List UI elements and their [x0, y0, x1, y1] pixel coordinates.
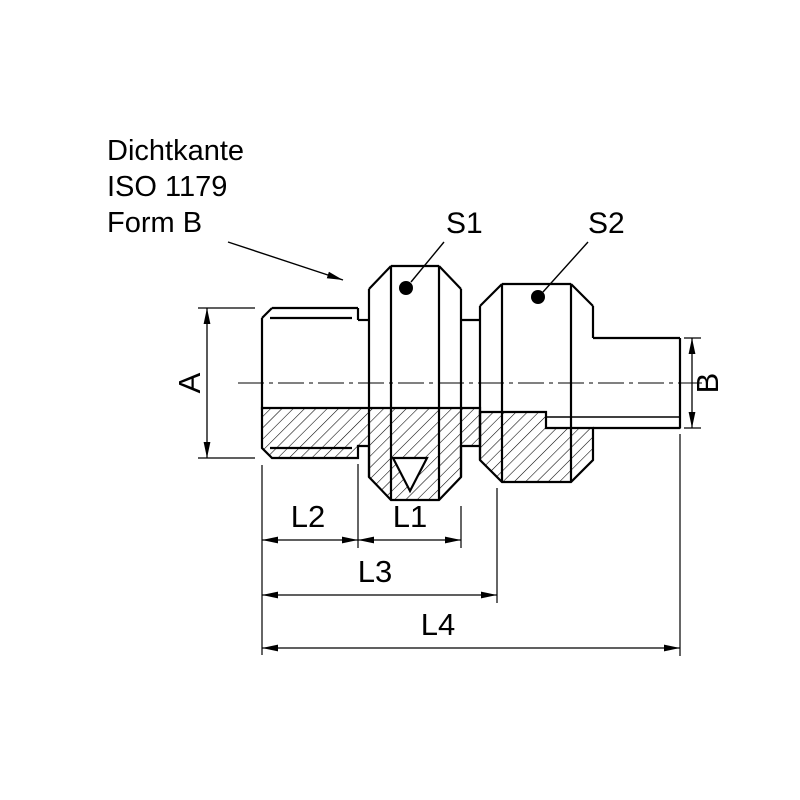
dimension-l1: L1 — [358, 499, 461, 544]
dim-b-label: B — [690, 373, 725, 394]
s1-label: S1 — [446, 207, 483, 240]
note-leader-arrow — [227, 241, 344, 281]
length-extension-lines — [261, 434, 681, 656]
hex2-chamfer-topright-line — [570, 283, 594, 307]
stud-chamfer-top-line — [261, 307, 273, 319]
s2-label: S2 — [588, 207, 625, 240]
dimension-b: B — [684, 337, 725, 429]
dim-l3-label: L3 — [358, 554, 392, 589]
sealing-edge-note: Dichtkante ISO 1179 Form B — [107, 135, 344, 281]
dim-l2-label: L2 — [291, 499, 325, 534]
note-line-1: Dichtkante — [107, 135, 244, 167]
hex1-chamfer-topleft-line — [368, 265, 392, 290]
body-section-hatch — [260, 406, 482, 502]
note-line-2: ISO 1179 — [107, 171, 227, 203]
dim-a-label: A — [172, 372, 207, 393]
s1-dot — [399, 281, 413, 295]
hex1-chamfer-topright-line — [438, 265, 462, 290]
s1-leader-line — [410, 241, 445, 283]
dimension-a: A — [172, 307, 255, 459]
dimension-l2: L2 — [262, 499, 358, 544]
dimension-l4: L4 — [262, 607, 680, 652]
s2-leader-line — [542, 241, 589, 293]
dim-l4-label: L4 — [421, 607, 455, 642]
note-line-3: Form B — [107, 207, 202, 239]
s2-dot — [531, 290, 545, 304]
fitting-outline — [260, 264, 682, 500]
thread-relief-notch — [391, 456, 429, 494]
hex2-chamfer-topleft-line — [479, 283, 503, 307]
dim-l1-label: L1 — [393, 499, 427, 534]
wrench-size-markers: S1 S2 — [399, 207, 625, 304]
dimension-l3: L3 — [262, 554, 497, 599]
section-hatching — [260, 406, 681, 502]
